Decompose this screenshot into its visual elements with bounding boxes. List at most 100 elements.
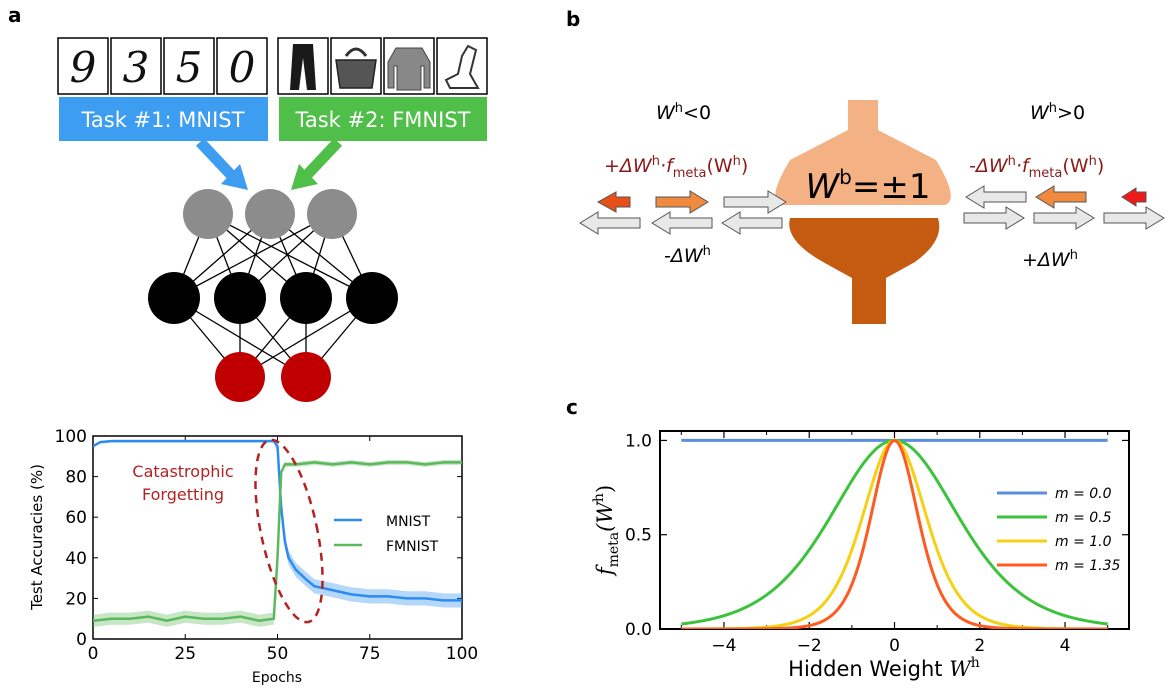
funnel-bottom: [789, 218, 940, 324]
x-tick-label: 100: [446, 644, 478, 664]
x-tick-label: 0: [889, 636, 900, 656]
bag-handle-icon: [344, 47, 368, 57]
y-tick-label: 0: [76, 630, 87, 650]
y-tick-label: 80: [65, 468, 87, 488]
curve-m-1.35: [681, 438, 1108, 629]
left-condition-label: Wh<0: [656, 101, 711, 124]
right-arrow-grey-3: [1103, 206, 1165, 230]
legend-label: m = 1.0: [1055, 534, 1112, 550]
mnist-tile-3: [163, 37, 215, 95]
trousers-icon: [290, 44, 316, 90]
mnist-tile-4: [216, 37, 268, 95]
x-tick-label: 75: [359, 644, 381, 664]
task2-arrowhead: [291, 164, 318, 190]
funnel-top: [775, 100, 951, 205]
right-meta-formula: -ΔWh·fmeta(Wh): [969, 154, 1104, 181]
legend-label: m = 0.0: [1055, 486, 1112, 502]
network-edge: [173, 213, 333, 299]
mnist-tile-1: [57, 37, 109, 95]
neural-network-diagram: [148, 189, 398, 402]
hidden-node: [183, 189, 233, 239]
right-arrow-grey-1: [963, 206, 1025, 230]
meta-chart-legend: m = 0.0m = 0.5m = 1.0m = 1.35: [997, 486, 1121, 574]
left-meta-arrow-red: [596, 191, 631, 213]
y-tick-label: 0.5: [625, 526, 652, 546]
accuracy-chart-lines: [93, 439, 462, 623]
fmnist-tile-trousers: [277, 37, 329, 95]
legend-fmnist-label: FMNIST: [386, 539, 439, 555]
middle-node: [214, 272, 266, 324]
left-meta-formula: +ΔWh·fmeta(Wh): [604, 154, 748, 181]
sandal-icon: [444, 44, 480, 89]
panel-label-a: a: [8, 3, 22, 27]
annotation-line-2: Forgetting: [142, 485, 224, 504]
task2-label: Task #2: FMNIST: [295, 108, 471, 132]
output-node: [215, 352, 265, 402]
series-line-mnist: [93, 439, 462, 602]
left-arrow-grey-3: [721, 211, 783, 235]
x-tick-label: 25: [174, 644, 196, 664]
y-tick-label: 0.0: [625, 620, 652, 640]
task1-arrowhead: [221, 164, 248, 190]
panel-label-b: b: [566, 7, 580, 31]
task2-box: [279, 97, 487, 141]
annotation-line-1: Catastrophic: [132, 462, 233, 481]
curve-m-0.5: [681, 438, 1108, 626]
left-arrow-grey-1: [579, 211, 641, 235]
middle-node: [280, 272, 332, 324]
middle-node: [148, 272, 200, 324]
y-tick-label: 60: [65, 508, 87, 528]
left-arrow-grey-right: [723, 190, 787, 214]
panel-label-c: c: [566, 395, 578, 419]
right-update-label: +ΔWh: [1022, 248, 1078, 271]
right-meta-arrow-red: [1121, 187, 1147, 207]
fmnist-sample-images: [277, 37, 488, 95]
x-tick-label: 50: [267, 644, 289, 664]
left-update-label: -ΔWh: [664, 244, 711, 267]
mnist-digit-1: 9: [70, 43, 97, 92]
right-arrow-grey-left: [965, 185, 1027, 209]
middle-node: [346, 272, 398, 324]
hidden-node: [307, 189, 357, 239]
series-line-fmnist: [93, 461, 462, 623]
pullover-icon: [387, 47, 431, 91]
y-tick-label: 40: [65, 549, 87, 569]
mnist-tile-2: [110, 37, 162, 95]
accuracy-ylabel: Test Accuracies (%): [28, 464, 46, 611]
binary-weight-label: Wb=±1: [806, 165, 931, 207]
mnist-digit-4: 0: [229, 43, 256, 92]
x-tick-label: 0: [88, 644, 99, 664]
legend-label: m = 0.5: [1055, 510, 1112, 526]
mnist-digit-3: 5: [176, 43, 203, 92]
x-tick-label: 4: [1060, 636, 1071, 656]
legend-mnist-label: MNIST: [386, 514, 431, 530]
curve-m-1: [681, 438, 1108, 629]
meta-update-diagram: Wb=±1 Wh<0 Wh>0 +ΔWh·fmeta(Wh) -ΔWh·fmet…: [579, 100, 1165, 324]
meta-ylabel: fmeta(Wh): [591, 485, 622, 577]
task1-arrow: [195, 138, 237, 180]
right-arrow-grey-2: [1033, 206, 1095, 230]
left-arrow-grey-2: [651, 211, 713, 235]
meta-chart-frame: [659, 430, 1130, 630]
y-tick-label: 20: [65, 589, 87, 609]
x-tick-label: 2: [974, 636, 985, 656]
forgetting-ellipse: [254, 438, 324, 624]
bag-icon: [335, 59, 377, 89]
meta-chart-lines: [681, 438, 1108, 629]
output-node: [281, 352, 331, 402]
meta-xlabel: Hidden Weight Wh: [788, 655, 980, 681]
mnist-digit-2: 3: [123, 43, 150, 92]
fmnist-tile-sandal: [436, 37, 488, 95]
left-meta-arrow-orange: [655, 190, 709, 214]
accuracy-xlabel: Epochs: [252, 670, 302, 686]
network-edge: [207, 213, 373, 299]
right-meta-arrow-orange: [1035, 185, 1087, 209]
x-tick-label: −4: [711, 636, 736, 656]
y-tick-label: 1.0: [625, 431, 652, 451]
